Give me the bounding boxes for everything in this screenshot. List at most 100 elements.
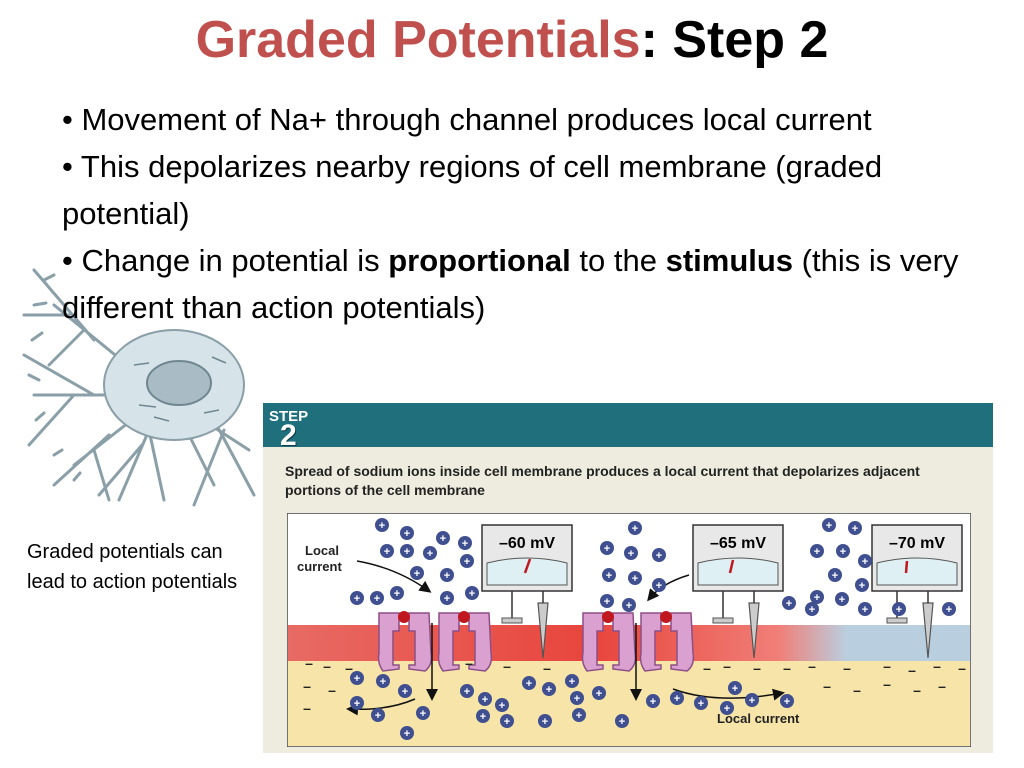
svg-text:+: +	[375, 710, 381, 722]
negative-charge: –	[703, 660, 711, 676]
svg-text:+: +	[814, 592, 820, 604]
negative-charge: –	[345, 660, 353, 676]
svg-text:+: +	[784, 696, 790, 708]
sodium-ion: +	[440, 591, 454, 605]
negative-charge: –	[843, 660, 851, 676]
svg-text:+: +	[724, 703, 730, 715]
svg-text:+: +	[404, 546, 410, 558]
svg-text:+: +	[674, 693, 680, 705]
negative-charge: –	[933, 658, 941, 674]
side-note: Graded potentials can lead to action pot…	[27, 541, 238, 593]
meter-needle	[904, 560, 909, 574]
sodium-ion: +	[728, 681, 742, 695]
svg-text:+: +	[596, 688, 602, 700]
bullet-proportional: • Change in potential is proportional to…	[62, 237, 1012, 331]
svg-text:+: +	[626, 600, 632, 612]
svg-text:+: +	[826, 520, 832, 532]
svg-text:+: +	[632, 523, 638, 535]
sodium-ion: +	[436, 531, 450, 545]
sodium-ion: +	[652, 578, 666, 592]
svg-text:+: +	[840, 546, 846, 558]
negative-charge: –	[303, 678, 311, 694]
sodium-channel-1	[377, 611, 433, 672]
sodium-ion: +	[423, 546, 437, 560]
ion-layer: + + + + + + + + + + + + + + + + + + + + + + + + + + + + + + + + + + + + + + + +…	[303, 518, 966, 740]
svg-text:+: +	[656, 550, 662, 562]
sodium-ion: +	[628, 521, 642, 535]
cytoplasm	[288, 661, 970, 746]
meter-needle	[523, 558, 532, 574]
bullet3-bold-proportional: proportional	[388, 243, 571, 278]
sodium-ion: +	[600, 594, 614, 608]
bullet-list: • Movement of Na+ through channel produc…	[62, 96, 1012, 331]
sodium-ion: +	[855, 578, 869, 592]
negative-charge: –	[883, 676, 891, 692]
sodium-ion: +	[858, 554, 872, 568]
svg-text:+: +	[482, 694, 488, 706]
sodium-ion: +	[836, 544, 850, 558]
sodium-ion: +	[375, 518, 389, 532]
svg-text:+: +	[814, 546, 820, 558]
sodium-ion: +	[745, 693, 759, 707]
svg-text:+: +	[896, 604, 902, 616]
svg-text:+: +	[414, 568, 420, 580]
negative-charge: –	[753, 660, 761, 676]
sodium-ion: +	[400, 544, 414, 558]
meter-reading-70: –70 mV	[889, 535, 945, 552]
sodium-channel-4	[639, 611, 695, 672]
sodium-ion: +	[810, 590, 824, 604]
negative-charge: –	[783, 660, 791, 676]
sodium-ion: +	[542, 682, 556, 696]
sodium-ion: +	[371, 708, 385, 722]
svg-text:+: +	[604, 596, 610, 608]
svg-text:+: +	[619, 716, 625, 728]
sodium-ion: +	[615, 714, 629, 728]
svg-text:+: +	[862, 604, 868, 616]
bullet3-part-b: to the	[570, 243, 666, 278]
sodium-ion: +	[416, 706, 430, 720]
slide-title: Graded Potentials: Step 2	[0, 8, 1024, 72]
voltmeter-2: –65 mV	[692, 524, 784, 659]
svg-text:+: +	[859, 580, 865, 592]
sodium-ion: +	[810, 544, 824, 558]
svg-text:+: +	[427, 548, 433, 560]
svg-text:+: +	[732, 683, 738, 695]
neuron-illustration	[22, 268, 256, 507]
bullet3-part-c: (this is very different than action pote…	[62, 243, 959, 325]
svg-text:+: +	[606, 570, 612, 582]
meter-needle	[728, 559, 735, 574]
svg-text:+: +	[546, 684, 552, 696]
svg-text:+: +	[440, 533, 446, 545]
negative-charge: –	[853, 682, 861, 698]
title-rest: : Step 2	[640, 11, 829, 69]
negative-charge: –	[543, 660, 551, 676]
sodium-ion: +	[694, 696, 708, 710]
sodium-ion: +	[600, 541, 614, 555]
svg-text:+: +	[628, 548, 634, 560]
sodium-ion: +	[646, 694, 660, 708]
negative-charge: –	[503, 658, 511, 674]
bullet-depolarizes: • This depolarizes nearby regions of cel…	[62, 149, 883, 231]
title-accent: Graded Potentials	[195, 11, 641, 69]
sodium-ion: +	[572, 708, 586, 722]
meter-reading-65: –65 mV	[710, 535, 766, 552]
sodium-ion: +	[782, 596, 796, 610]
svg-text:+: +	[480, 711, 486, 723]
sodium-ion: +	[440, 568, 454, 582]
figure-header-bar: STEP 2	[263, 403, 993, 452]
negative-charge: –	[323, 658, 331, 674]
svg-text:+: +	[786, 598, 792, 610]
svg-text:+: +	[379, 520, 385, 532]
sodium-ion: +	[500, 714, 514, 728]
svg-text:+: +	[862, 556, 868, 568]
svg-text:+: +	[394, 588, 400, 600]
voltmeter-1: –60 mV	[481, 524, 573, 659]
svg-text:+: +	[604, 543, 610, 555]
svg-text:+: +	[374, 593, 380, 605]
svg-text:+: +	[839, 594, 845, 606]
sodium-ion: +	[624, 546, 638, 560]
sodium-ion: +	[805, 602, 819, 616]
svg-text:+: +	[354, 673, 360, 685]
sodium-ion: +	[465, 586, 479, 600]
sodium-ion: +	[370, 591, 384, 605]
